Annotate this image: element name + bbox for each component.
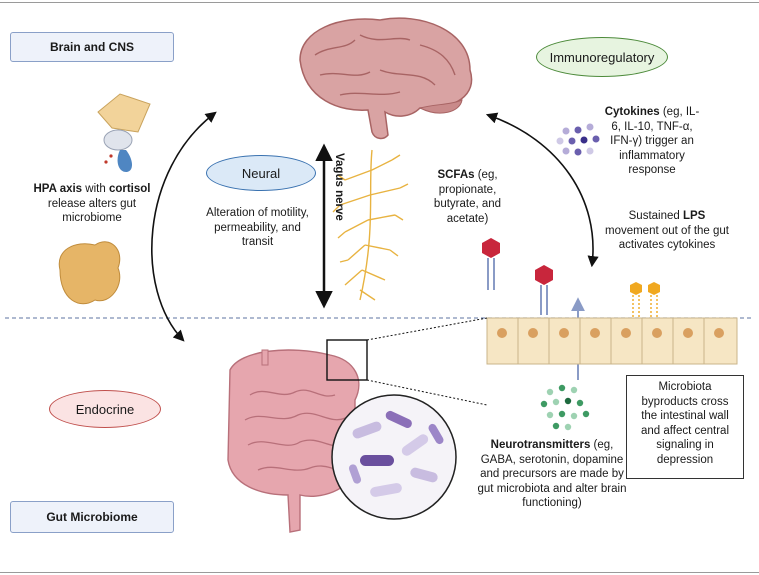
lps-molecules: [630, 282, 660, 325]
zoom-connector-bottom: [366, 379, 488, 406]
hpa-axis-bold: HPA axis: [33, 183, 83, 195]
hpa-text-2: release alters gut microbiome: [47, 197, 137, 225]
neurotransmitters-bold: Neurotransmitters: [490, 439, 591, 451]
immunoregulatory-pathway-label: Immunoregulatory: [536, 37, 668, 77]
vagus-nerve-label: Vagus nerve: [333, 153, 345, 221]
brain-cns-label: Brain and CNS: [10, 32, 174, 62]
cortisol-bold: cortisol: [108, 183, 151, 195]
lps-text: Sustained LPS movement out of the gut ac…: [604, 209, 730, 253]
gut-microbiome-label: Gut Microbiome: [10, 501, 174, 533]
top-border: [0, 2, 759, 3]
vagus-nerve-label-wrap: Vagus nerve: [333, 153, 347, 323]
scfas-text: SCFAs (eg, propionate, butyrate, and ace…: [420, 168, 515, 226]
immunoregulatory-arrow: [485, 112, 599, 268]
cytokines-detail: (eg, IL-6, IL-10, TNF-α, IFN-γ) trigger …: [610, 106, 700, 176]
zoom-region-box: [326, 339, 368, 381]
neurotransmitters-text: Neurotransmitters (eg, GABA, serotonin, …: [472, 438, 632, 511]
scfas-detail: (eg, propionate, butyrate, and acetate): [433, 169, 502, 225]
neurotransmitters-detail: (eg, GABA, serotonin, dopamine and precu…: [477, 439, 627, 509]
scfa-molecules: [482, 238, 553, 315]
neurotransmitter-cluster: [540, 384, 590, 431]
brain-illustration: [299, 17, 473, 140]
neural-effect-text: Alteration of motility, permeability, an…: [206, 207, 309, 248]
bottom-border: [0, 572, 759, 573]
lps-bold: LPS: [682, 210, 706, 222]
endocrine-pathway-label: Endocrine: [49, 390, 161, 428]
lps-text-2: movement out of the gut activates cytoki…: [604, 224, 730, 252]
endocrine-arrow: [151, 111, 217, 342]
vagus-nerve-illustration: [332, 149, 409, 301]
hpa-axis-illustration: [58, 93, 151, 305]
microbiome-magnified: [331, 394, 457, 520]
intestinal-epithelium: [486, 317, 738, 365]
microbiota-byproducts-box: Microbiota byproducts cross the intestin…: [626, 375, 744, 479]
cytokines-text: Cytokines (eg, IL-6, IL-10, TNF-α, IFN-γ…: [600, 105, 704, 178]
hpa-text-1: with: [82, 183, 106, 195]
scfas-bold: SCFAs: [437, 169, 475, 181]
zoom-connector-top: [366, 317, 488, 341]
hpa-axis-text: HPA axis with cortisol release alters gu…: [22, 182, 162, 226]
cytokines-bold: Cytokines: [604, 106, 660, 118]
neural-pathway-label: Neural: [206, 155, 316, 191]
cytokine-cluster: [556, 123, 600, 156]
lps-text-1: Sustained: [628, 210, 683, 222]
